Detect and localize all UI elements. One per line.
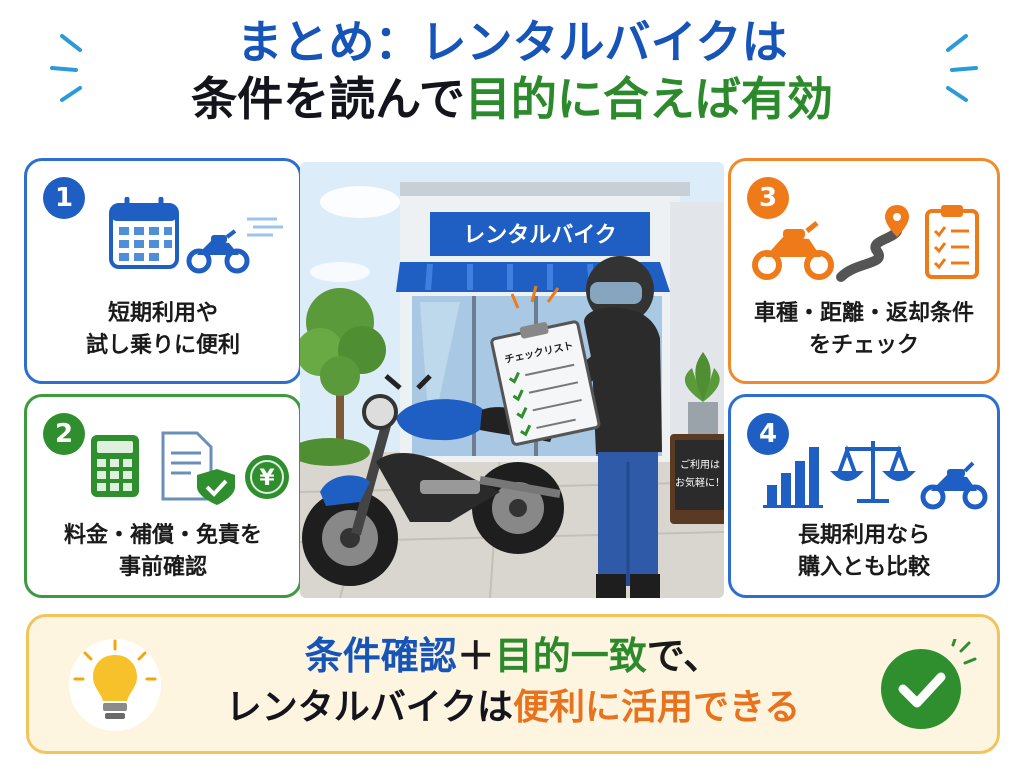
point-card-4: 4 長期利用なら 購入とも比較 bbox=[728, 394, 1000, 598]
title-line-2: 条件を読んで目的に合えば有効 bbox=[0, 70, 1024, 128]
title-line-2-black: 条件を読んで bbox=[191, 72, 465, 126]
card-2-text-line-1: 料金・補償・免責を bbox=[63, 523, 262, 548]
motorcycle-icon bbox=[752, 221, 834, 280]
summary-condition-check: 条件確認 bbox=[304, 634, 457, 678]
rental-shop-illustration: レンタルバイク ご利用は お気軽に！ bbox=[300, 162, 724, 598]
card-4-text-line-2: 購入とも比較 bbox=[797, 555, 930, 580]
summary-line-2: レンタルバイクは便利に活用できる bbox=[29, 683, 997, 733]
welcome-board: ご利用は お気軽に！ bbox=[670, 434, 724, 524]
card-3-text-line-1: 車種・距離・返却条件 bbox=[753, 301, 974, 326]
title-line-2-green: 目的に合えば有効 bbox=[464, 72, 833, 126]
point-card-2: 2 ¥ 料金・補償・免責を 事前確認 bbox=[24, 394, 302, 598]
card-number-2: 2 bbox=[43, 413, 85, 455]
yen-coin-icon: ¥ bbox=[245, 455, 289, 499]
clipboard-checklist-icon bbox=[925, 205, 979, 279]
card-1-text-line-2: 試し乗りに便利 bbox=[85, 333, 240, 358]
summary-banner: 条件確認＋目的一致で、 レンタルバイクは便利に活用できる bbox=[26, 614, 1000, 754]
board-line-2: お気軽に！ bbox=[675, 476, 724, 489]
right-rays-icon bbox=[946, 34, 978, 102]
card-number-4: 4 bbox=[747, 413, 789, 455]
bar-chart-icon bbox=[763, 447, 823, 508]
scene-svg: レンタルバイク ご利用は お気軽に！ bbox=[300, 162, 724, 598]
card-number-3: 3 bbox=[747, 177, 789, 219]
card-number-1: 1 bbox=[43, 177, 85, 219]
check-circle-icon bbox=[881, 639, 977, 729]
document-shield-icon bbox=[161, 431, 235, 505]
scale-icon bbox=[830, 441, 916, 503]
attention-rays-icon bbox=[510, 285, 560, 309]
shop-sign: レンタルバイク bbox=[463, 223, 617, 248]
summary-de: で、 bbox=[646, 634, 722, 678]
summary-useful: 便利に活用できる bbox=[513, 687, 801, 728]
svg-text:¥: ¥ bbox=[259, 466, 275, 491]
card-3-icons bbox=[752, 205, 979, 282]
motorcycle-icon bbox=[920, 461, 988, 510]
board-line-1: ご利用は bbox=[680, 458, 720, 471]
card-2-text-line-2: 事前確認 bbox=[118, 555, 207, 580]
point-card-1: 1 短期利用や 試し乗りに便利 bbox=[24, 158, 302, 384]
card-4-text-line-1: 長期利用なら bbox=[797, 523, 930, 548]
summary-line-1: 条件確認＋目的一致で、 bbox=[29, 631, 997, 681]
summary-rental-bike: レンタルバイクは bbox=[225, 687, 513, 728]
rider-with-clipboard: チェックリスト bbox=[490, 256, 662, 598]
calendar-icon bbox=[109, 197, 283, 274]
card-4-icons bbox=[763, 441, 988, 510]
page-title: まとめ：レンタルバイクは 条件を読んで目的に合えば有効 bbox=[0, 14, 1024, 128]
card-3-text-line-2: をチェック bbox=[808, 333, 919, 358]
clipboard-checklist-icon: チェックリスト bbox=[490, 320, 601, 446]
card-2-icons: ¥ bbox=[91, 431, 289, 505]
tree-icon bbox=[300, 288, 386, 462]
calculator-icon bbox=[91, 435, 139, 497]
lightbulb-icon bbox=[69, 639, 161, 731]
summary-plus: ＋ bbox=[456, 634, 495, 678]
summary-purpose-match: 目的一致 bbox=[494, 634, 647, 678]
motorcycle-icon bbox=[186, 229, 250, 274]
card-1-text-line-1: 短期利用や bbox=[107, 301, 218, 326]
road-pin-icon bbox=[836, 205, 909, 282]
point-card-3: 3 車種・距離・返却条件 をチェック bbox=[728, 158, 1000, 384]
title-line-1: まとめ：レンタルバイクは bbox=[236, 15, 788, 69]
left-rays-icon bbox=[50, 34, 82, 102]
rental-motorcycle bbox=[302, 374, 564, 586]
